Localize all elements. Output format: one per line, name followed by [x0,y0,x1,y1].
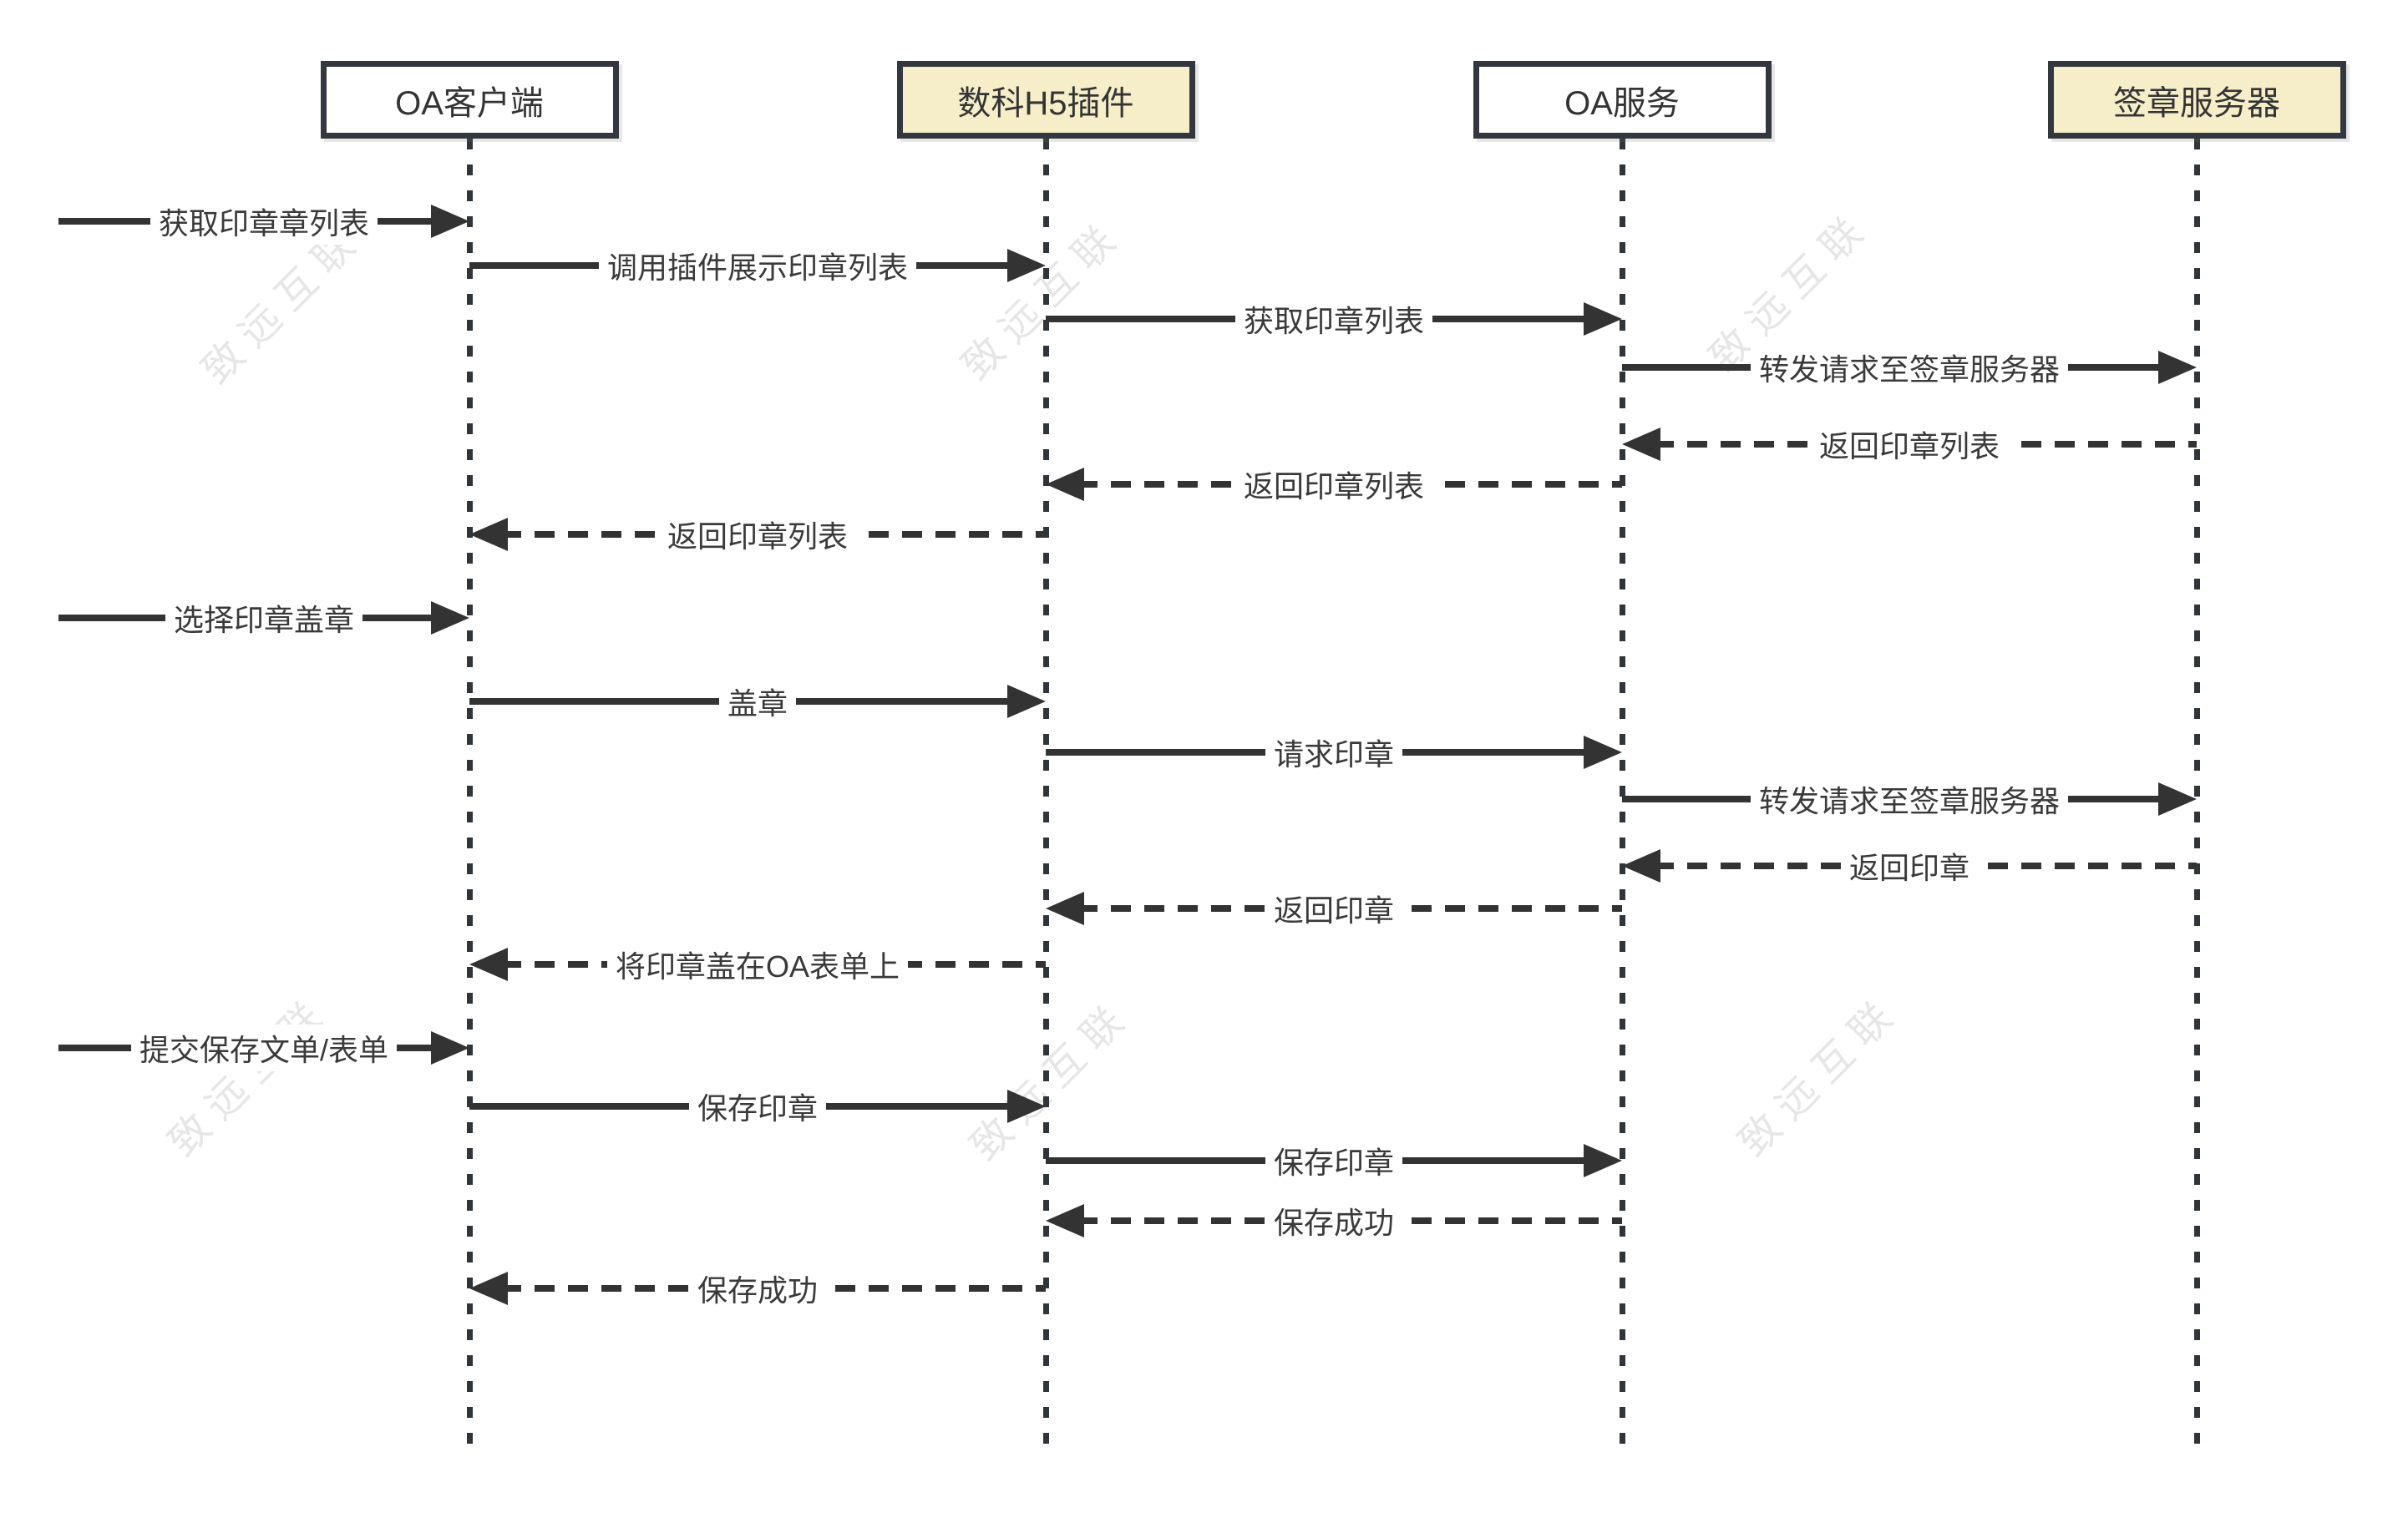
arrowhead [1046,468,1084,501]
message-label: 盖章 [718,678,797,725]
participant-h5-plugin: 数科H5插件 [896,61,1195,139]
lifeline-oa-client [466,139,473,1457]
arrowhead [431,1031,469,1065]
participant-oa-client: OA客户端 [320,61,619,139]
arrowhead [1622,428,1660,461]
message-label: 调用插件展示印章列表 [598,242,917,289]
arrowhead [431,205,469,238]
arrowhead [1622,849,1660,883]
arrowhead [1584,736,1622,769]
participant-label: OA客户端 [395,84,544,122]
arrowhead [469,518,508,551]
message-label: 保存成功 [1265,1197,1403,1244]
arrowhead [1007,249,1046,282]
lifeline-seal-server [2193,139,2200,1457]
message-label: 将印章盖在OA表单上 [606,941,909,988]
message-label: 选择印章盖章 [165,595,363,641]
message-label: 保存成功 [688,1265,827,1312]
arrowhead [1046,892,1084,925]
message-label: 返回印章列表 [1810,421,2009,468]
arrowhead [1007,1090,1046,1123]
message-label: 获取印章列表 [1234,296,1433,342]
arrowhead [2158,351,2197,384]
message-label: 返回印章 [1265,885,1403,932]
arrowhead [431,601,469,635]
message-label: 提交保存文单/表单 [130,1025,398,1071]
arrowhead [1007,685,1046,718]
arrowhead [469,948,508,981]
message-label: 保存印章 [688,1083,827,1130]
message-label: 返回印章列表 [658,511,857,558]
arrowhead [1584,302,1622,336]
arrowhead [1584,1144,1622,1177]
participant-label: 数科H5插件 [957,84,1134,122]
arrowhead [469,1272,508,1305]
arrowhead [1046,1204,1084,1237]
lifeline-h5-plugin [1042,139,1049,1457]
message-label: 保存印章 [1265,1137,1403,1184]
message-label: 请求印章 [1265,729,1403,776]
message-label: 转发请求至签章服务器 [1750,344,2069,391]
message-label: 返回印章 [1840,843,1979,889]
participant-label: OA服务 [1564,84,1680,122]
message-label: 获取印章章列表 [150,198,378,245]
message-label: 返回印章列表 [1234,461,1433,508]
participant-seal-server: 签章服务器 [2047,61,2346,139]
participant-oa-service: OA服务 [1473,61,1772,139]
message-label: 转发请求至签章服务器 [1750,776,2069,822]
participant-label: 签章服务器 [2113,84,2280,122]
arrowhead [2158,782,2197,816]
